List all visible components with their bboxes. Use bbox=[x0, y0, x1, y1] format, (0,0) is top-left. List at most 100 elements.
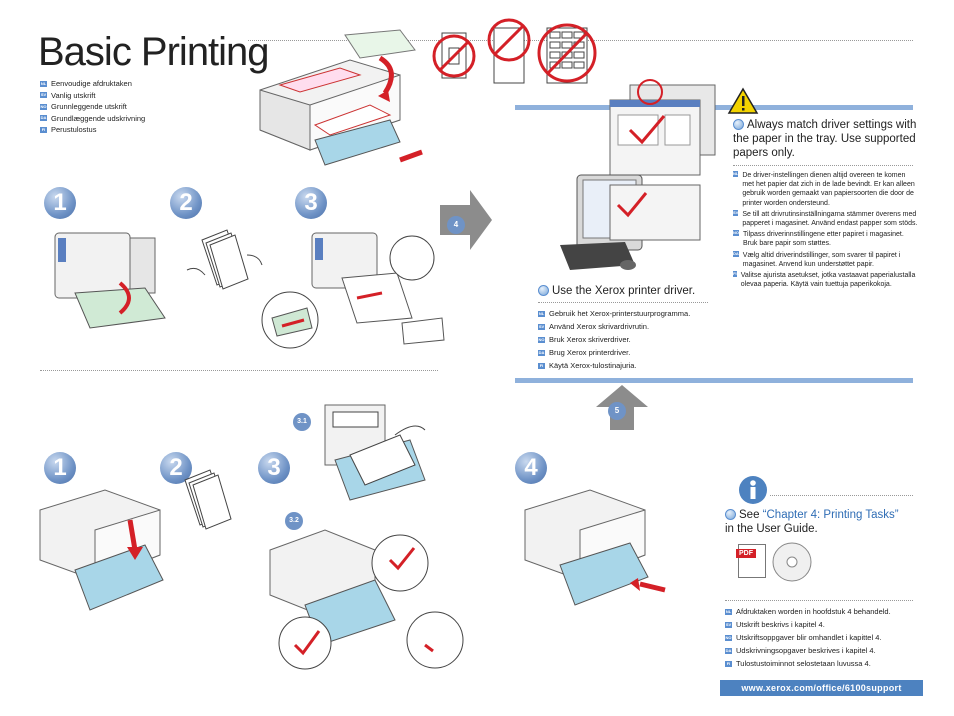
printer-hero-illustration bbox=[259, 29, 423, 166]
lang-code: NL bbox=[725, 608, 732, 615]
step-number: 2 bbox=[170, 187, 202, 219]
lang-row: DA Brug Xerox printerdriver. bbox=[538, 346, 690, 359]
lang-text: Tulostustoiminnot selostetaan luvussa 4. bbox=[736, 659, 871, 668]
lang-code: NO bbox=[733, 230, 739, 237]
cd-icon bbox=[772, 542, 812, 582]
lang-text: Använd Xerox skrivardrivrutin. bbox=[549, 322, 650, 331]
lang-row: SV Utskrift beskrivs i kapitel 4. bbox=[725, 618, 891, 631]
lang-code: NO bbox=[40, 103, 47, 110]
fan-paper-illustration bbox=[186, 229, 263, 290]
lang-text: Brug Xerox printerdriver. bbox=[549, 348, 631, 357]
info-heading: See “Chapter 4: Printing Tasks” in the Us… bbox=[725, 508, 915, 536]
unsupported-media-icons bbox=[432, 18, 597, 84]
lang-text: Eenvoudige afdruktaken bbox=[51, 79, 132, 88]
lang-code: SV bbox=[538, 323, 545, 330]
lang-code: FI bbox=[733, 271, 737, 278]
divider bbox=[538, 302, 708, 303]
lang-code: NO bbox=[725, 634, 732, 641]
lang-text: Käytä Xerox-tulostinajuria. bbox=[549, 361, 637, 370]
lang-code: NL bbox=[733, 171, 739, 177]
lang-text: Vanlig utskrift bbox=[51, 90, 96, 100]
divider bbox=[725, 600, 913, 601]
bullet-icon bbox=[733, 119, 744, 131]
lang-code: SV bbox=[733, 209, 739, 216]
load-envelope-illustration bbox=[261, 232, 445, 349]
step-number: 3 bbox=[258, 452, 290, 484]
lang-text: Perustulostus bbox=[51, 125, 97, 134]
lang-code: FI bbox=[725, 660, 732, 667]
driver-heading: Use the Xerox printer driver. bbox=[538, 284, 695, 298]
support-url-link[interactable]: www.xerox.com/office/6100support bbox=[720, 680, 923, 696]
lang-row: NL Gebruik het Xerox-printerstuurprogramm… bbox=[538, 307, 690, 320]
warning-icon bbox=[727, 87, 759, 114]
step-number: 2 bbox=[160, 452, 192, 484]
next-step-arrow-right bbox=[440, 190, 492, 250]
divider bbox=[733, 165, 913, 166]
step-number: 3 bbox=[295, 187, 327, 219]
step-number: 1 bbox=[44, 187, 76, 219]
lang-row: FI Tulostustoiminnot selostetaan luvussa … bbox=[725, 657, 891, 670]
lang-text: Tilpass driverinnstillingene etter papir… bbox=[743, 231, 904, 248]
lang-row: SV Använd Xerox skrivardrivrutin. bbox=[538, 320, 690, 333]
step-5-badge: 5 bbox=[608, 402, 626, 420]
load-paper-tray-illustration bbox=[324, 404, 426, 501]
lang-text: Gebruik het Xerox-printerstuurprogramma. bbox=[549, 309, 691, 318]
step-number: 4 bbox=[515, 452, 547, 484]
section-divider bbox=[40, 370, 438, 371]
open-tray-illustration bbox=[54, 232, 166, 329]
lang-row: FI Käytä Xerox-tulostinajuria. bbox=[538, 359, 690, 372]
pull-tray-illustration bbox=[39, 489, 164, 611]
lang-code: DA bbox=[733, 250, 739, 257]
fan-paper-illustration-2 bbox=[184, 469, 232, 530]
insert-tray-illustration bbox=[524, 489, 666, 606]
lang-text: Valitse ajurista asetukset, jotka vastaa… bbox=[740, 272, 916, 289]
lang-text: De driver-instellingen dienen altijd ove… bbox=[742, 172, 915, 207]
bullet-icon bbox=[725, 509, 736, 521]
lang-text: Afdruktaken worden in hoofdstuk 4 behand… bbox=[736, 607, 891, 616]
lang-text: Utskriftsoppgaver blir omhandlet i kapit… bbox=[736, 633, 882, 642]
pdf-document-icon: PDF bbox=[736, 544, 766, 578]
lang-code: DA bbox=[725, 647, 732, 654]
user-guide-chapter-link[interactable]: “Chapter 4: Printing Tasks” bbox=[762, 509, 899, 521]
lang-row: NO Utskriftsoppgaver blir omhandlet i kap… bbox=[725, 631, 891, 644]
lang-code: DA bbox=[40, 115, 47, 122]
lang-code: FI bbox=[538, 362, 545, 369]
info-suffix: in the User Guide. bbox=[725, 523, 818, 535]
divider bbox=[770, 495, 913, 496]
lang-row: SV Vanlig utskrift bbox=[40, 90, 145, 102]
driver-lang-list: NL Gebruik het Xerox-printerstuurprogramm… bbox=[538, 307, 690, 372]
driver-heading-text: Use the Xerox printer driver. bbox=[552, 285, 696, 297]
lang-code: SV bbox=[40, 92, 47, 99]
lang-row: DA Udskrivningsopgaver beskrives i kapite… bbox=[725, 644, 891, 657]
info-icon bbox=[739, 476, 767, 504]
lang-code: NL bbox=[40, 80, 47, 87]
lang-code: NL bbox=[538, 310, 545, 317]
lang-row: NL Afdruktaken worden in hoofdstuk 4 beha… bbox=[725, 605, 891, 618]
step-4-badge: 4 bbox=[447, 216, 465, 234]
lang-text: Bruk Xerox skriverdriver. bbox=[549, 335, 631, 344]
driver-screens-illustration bbox=[560, 79, 716, 270]
warning-heading: Always match driver settings with the pa… bbox=[733, 118, 918, 160]
lang-code: SV bbox=[725, 621, 732, 628]
lang-code: DA bbox=[538, 349, 545, 356]
substep-badge: 3.1 bbox=[293, 413, 311, 431]
lang-text: Udskrivningsopgaver beskrives i kapitel … bbox=[736, 646, 876, 655]
page-title: Basic Printing bbox=[38, 30, 270, 74]
substep-badge: 3.2 bbox=[285, 512, 303, 530]
lang-text: Utskrift beskrivs i kapitel 4. bbox=[736, 620, 825, 629]
step-number: 1 bbox=[44, 452, 76, 484]
lang-text: Se till att drivrutinsinställningarna st… bbox=[742, 210, 918, 228]
warning-heading-text: Always match driver settings with the pa… bbox=[733, 119, 917, 159]
lang-row: NO Tilpass driverinnstillingene etter pap… bbox=[733, 230, 918, 248]
info-prefix: See bbox=[739, 509, 763, 521]
info-lang-list: NL Afdruktaken worden in hoofdstuk 4 beha… bbox=[725, 605, 891, 670]
